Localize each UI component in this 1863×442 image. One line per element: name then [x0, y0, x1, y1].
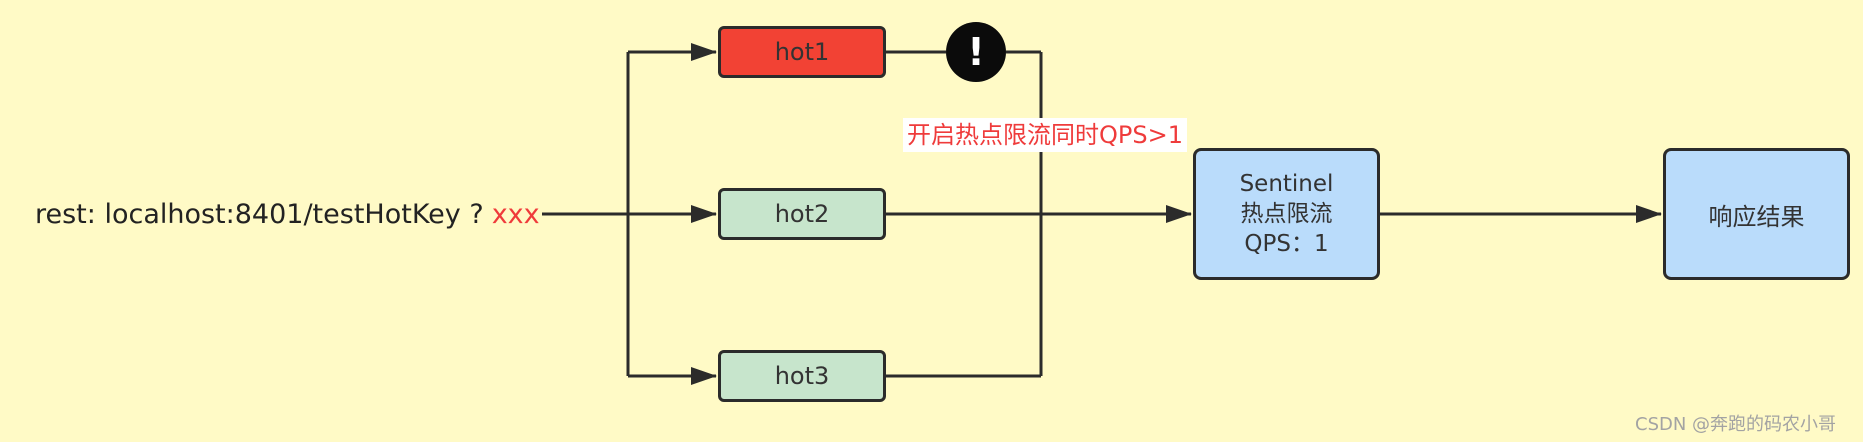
- request-param: xxx: [491, 199, 540, 230]
- result-node: 响应结果: [1663, 148, 1850, 280]
- warning-symbol: !: [967, 30, 985, 74]
- watermark: CSDN @奔跑的码农小哥: [1635, 414, 1837, 435]
- hot3-node: hot3: [718, 350, 886, 402]
- request-url: rest: localhost:8401/testHotKey ?: [35, 199, 484, 230]
- hot3-label: hot3: [774, 362, 830, 390]
- sentinel-node: Sentinel 热点限流 QPS：1: [1193, 148, 1380, 280]
- hot2-node: hot2: [718, 188, 886, 240]
- sentinel-qps: QPS：1: [1244, 231, 1329, 257]
- hot1-label: hot1: [774, 38, 830, 66]
- hot2-label: hot2: [774, 200, 830, 228]
- exclamation-icon: !: [946, 22, 1006, 82]
- sentinel-subtitle: 热点限流: [1240, 201, 1333, 227]
- sentinel-title: Sentinel: [1239, 171, 1334, 197]
- request-label: rest: localhost:8401/testHotKey ?xxx: [35, 195, 540, 235]
- rate-limit-note: 开启热点限流同时QPS>1: [903, 118, 1187, 152]
- result-label: 响应结果: [1708, 202, 1805, 231]
- hot1-node: hot1: [718, 26, 886, 78]
